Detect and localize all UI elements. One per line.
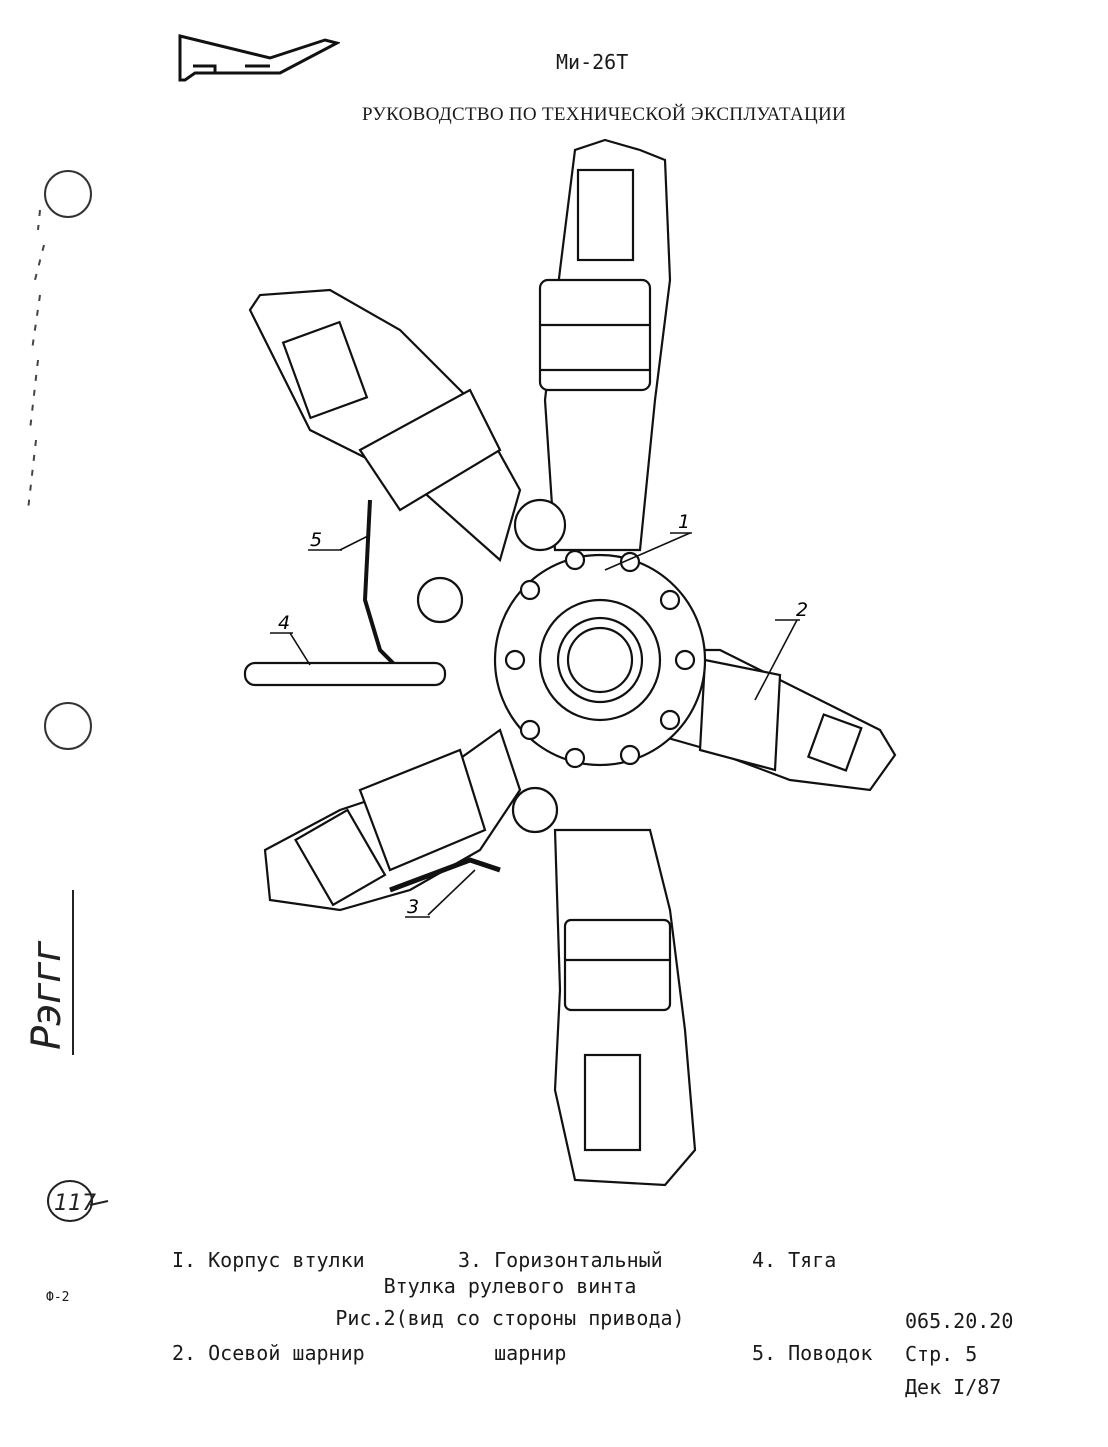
callout-5: 5 xyxy=(310,529,322,551)
margin-scribble xyxy=(27,209,45,511)
legend-item-3-continued: шарнир xyxy=(458,1341,567,1365)
section-number: 065.20.20 xyxy=(905,1309,1014,1333)
callout-1: 1 xyxy=(678,511,690,533)
figure-caption: Втулка рулевого винта Рис.2(вид со сторо… xyxy=(300,1270,720,1334)
tail-rotor-hub-drawing: 1 2 3 4 5 xyxy=(243,138,897,1187)
arm-top-slot xyxy=(576,168,635,262)
svg-text:117: 117 xyxy=(54,1191,96,1216)
revision-date: Дек I/87 xyxy=(905,1375,1002,1399)
helicopter-logo-icon xyxy=(178,34,340,82)
legend-item-5: 5. Поводок xyxy=(752,1341,873,1365)
legend-column-2: 3. Горизонтальный шарнир xyxy=(458,1183,663,1400)
binder-hole-top xyxy=(44,170,92,218)
caption-title: Втулка рулевого винта xyxy=(383,1274,637,1298)
binder-hole-middle xyxy=(44,702,92,750)
callout-4: 4 xyxy=(278,612,290,634)
legend-column-3: 4. Тяга 5. Поводок xyxy=(752,1183,872,1400)
callout-3: 3 xyxy=(407,896,419,918)
svg-text:Рэггг: Рэггг xyxy=(24,940,70,1050)
manual-title: РУКОВОДСТВО ПО ТЕХНИЧЕСКОЙ ЭКСПЛУАТАЦИИ xyxy=(362,104,847,125)
handwritten-stamp: 117 xyxy=(47,1180,109,1222)
document-code: Ми-26Т xyxy=(556,50,629,74)
legend-item-4: 4. Тяга xyxy=(752,1248,837,1272)
legend-column-1: I. Корпус втулки 2. Осевой шарнир xyxy=(172,1183,365,1400)
caption-subtitle: Рис.2(вид со стороны привода) xyxy=(335,1306,685,1330)
legend-item-1: I. Корпус втулки xyxy=(172,1248,365,1272)
callout-2: 2 xyxy=(796,599,808,621)
page-info-block: 065.20.20 Стр. 5 Дек I/87 xyxy=(905,1305,1013,1404)
pull-rod xyxy=(243,661,447,687)
legend-item-3: 3. Горизонтальный xyxy=(458,1248,663,1272)
drive-link xyxy=(362,499,402,672)
page-number: Стр. 5 xyxy=(905,1342,978,1366)
legend-item-2: 2. Осевой шарнир xyxy=(172,1341,365,1365)
form-mark: Ф-2 xyxy=(46,1290,70,1305)
handwritten-side-note: Рэггг xyxy=(5,880,80,1060)
arm-top-sleeve xyxy=(538,278,652,392)
